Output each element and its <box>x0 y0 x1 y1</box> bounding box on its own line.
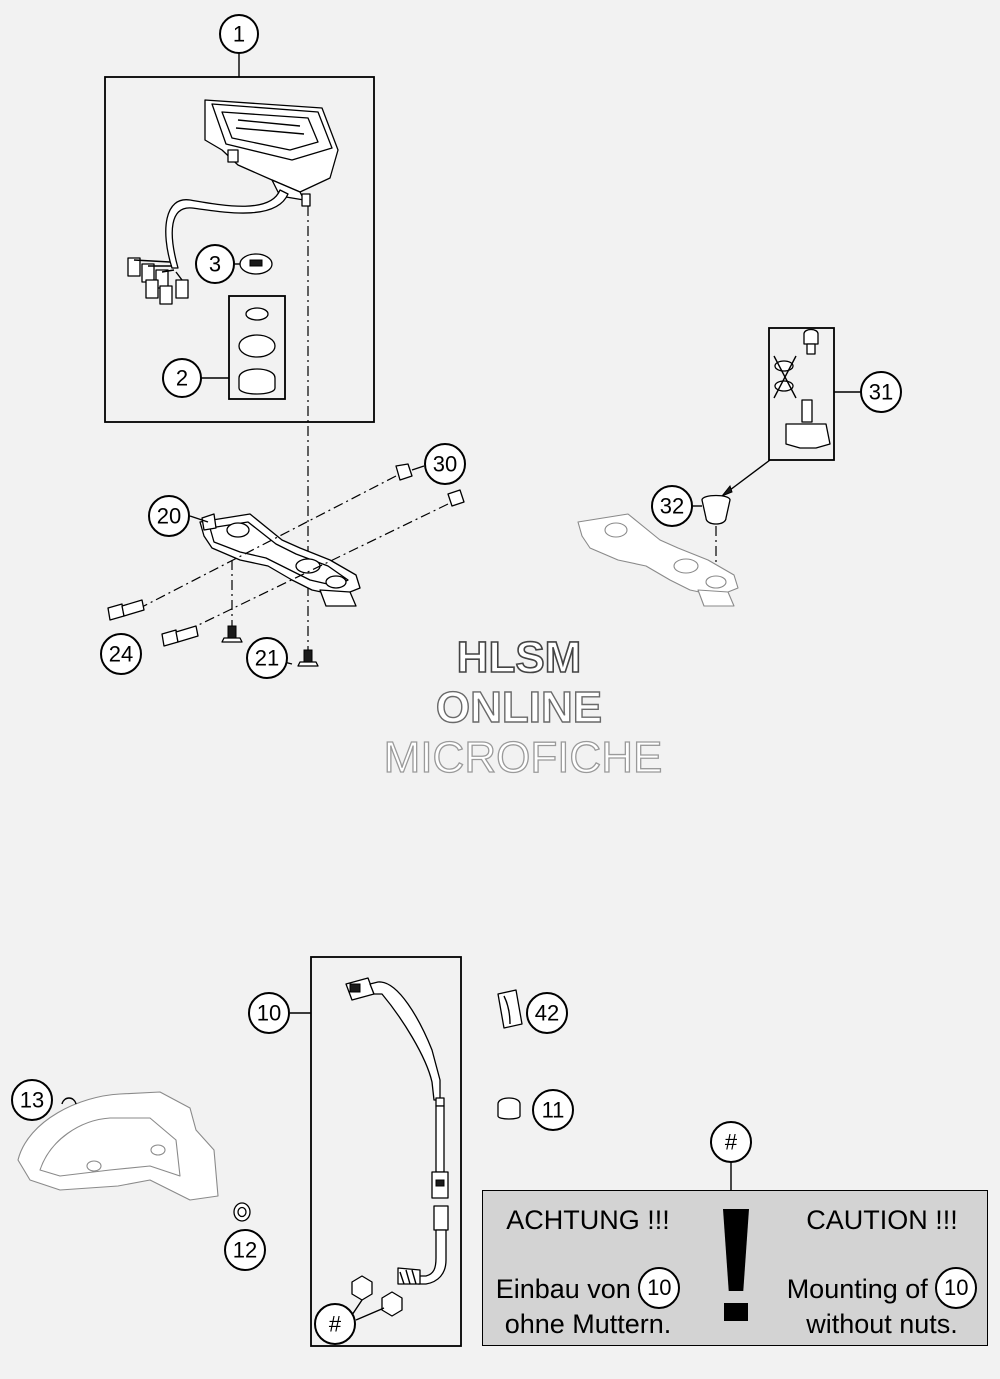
part-nuts <box>351 1275 403 1317</box>
notice-de-heading: ACHTUNG !!! <box>506 1205 670 1235</box>
notice-english: CAUTION !!! Mounting of 10 without nuts. <box>777 1191 987 1345</box>
svg-text:11: 11 <box>542 1098 565 1123</box>
svg-text:42: 42 <box>535 1001 559 1026</box>
part-10-frame <box>310 956 462 1347</box>
part-31-frame <box>768 327 835 461</box>
notice-en-line-2: without nuts. <box>806 1309 958 1339</box>
callout-1: 1 <box>219 14 259 54</box>
notice-en-ref-callout: 10 <box>935 1267 978 1309</box>
svg-text:21: 21 <box>255 646 279 671</box>
notice-de-line-1: Einbau von 10 <box>483 1267 693 1309</box>
svg-text:2: 2 <box>176 366 188 391</box>
watermark-line-3: MICROFICHE <box>384 733 663 782</box>
svg-text:31: 31 <box>869 380 893 405</box>
watermark-line-1: HLSM <box>457 633 582 682</box>
part-10-speed-sensor <box>345 977 449 1285</box>
notice-de-ref-callout: 10 <box>638 1267 681 1309</box>
dashboard-connectors <box>127 257 189 305</box>
svg-text:3: 3 <box>209 252 221 277</box>
callout-11: 11 <box>532 1089 574 1131</box>
callout-24: 24 <box>100 633 142 675</box>
callout-13: 13 <box>11 1079 53 1121</box>
svg-text:#: # <box>329 1312 342 1337</box>
part-42-clip <box>497 989 523 1029</box>
notice-de-line-2: ohne Muttern. <box>504 1309 672 1339</box>
callout-3: 3 <box>195 244 235 284</box>
part-32-grommet <box>701 494 731 525</box>
callout-2: 2 <box>162 358 202 398</box>
speedometer-unit <box>204 99 339 207</box>
dashboard-wiring-harness <box>165 189 289 269</box>
svg-text:12: 12 <box>233 1238 257 1263</box>
part-12-bushing <box>233 1202 251 1222</box>
svg-text:24: 24 <box>109 642 133 667</box>
svg-text:32: 32 <box>660 494 684 519</box>
callout-42: 42 <box>526 992 568 1034</box>
notice-en-line-1: Mounting of 10 <box>777 1267 987 1309</box>
callout-20: 20 <box>148 495 190 537</box>
svg-text:30: 30 <box>433 452 457 477</box>
part-2-frame <box>228 295 286 400</box>
callout-10: 10 <box>248 992 290 1034</box>
exclamation-icon <box>719 1209 753 1329</box>
svg-text:1: 1 <box>233 22 245 47</box>
svg-text:10: 10 <box>257 1001 281 1026</box>
callout-21: 21 <box>246 637 288 679</box>
svg-text:#: # <box>725 1130 738 1155</box>
part-3-cover <box>239 253 273 275</box>
part-30-bushings <box>395 463 465 507</box>
part-21-screws <box>221 625 319 667</box>
part-11-clamp <box>497 1097 521 1120</box>
caution-notice: ACHTUNG !!! Einbau von 10 ohne Muttern. … <box>482 1190 988 1346</box>
right-bracket <box>577 513 739 607</box>
callout-32: 32 <box>651 485 693 527</box>
part-20-bracket <box>199 513 361 607</box>
svg-text:13: 13 <box>20 1088 44 1113</box>
part-13-disc-guard <box>17 1091 219 1201</box>
part-31-components <box>773 328 831 449</box>
callout-hash-notice: # <box>710 1121 752 1163</box>
part-13-snap-ring <box>61 1097 77 1105</box>
callout-30: 30 <box>424 443 466 485</box>
callout-31: 31 <box>860 371 902 413</box>
callout-12: 12 <box>224 1229 266 1271</box>
part-24-screws <box>107 599 199 647</box>
notice-german: ACHTUNG !!! Einbau von 10 ohne Muttern. <box>483 1191 693 1345</box>
part-2-grommet <box>238 368 276 395</box>
notice-de-line-1-text: Einbau von <box>495 1274 631 1305</box>
notice-en-line-1-text: Mounting of <box>786 1274 928 1305</box>
callout-hash-nuts: # <box>314 1303 356 1345</box>
svg-text:20: 20 <box>157 504 181 529</box>
watermark-line-2: ONLINE <box>436 683 602 732</box>
notice-en-heading: CAUTION !!! <box>806 1205 958 1235</box>
